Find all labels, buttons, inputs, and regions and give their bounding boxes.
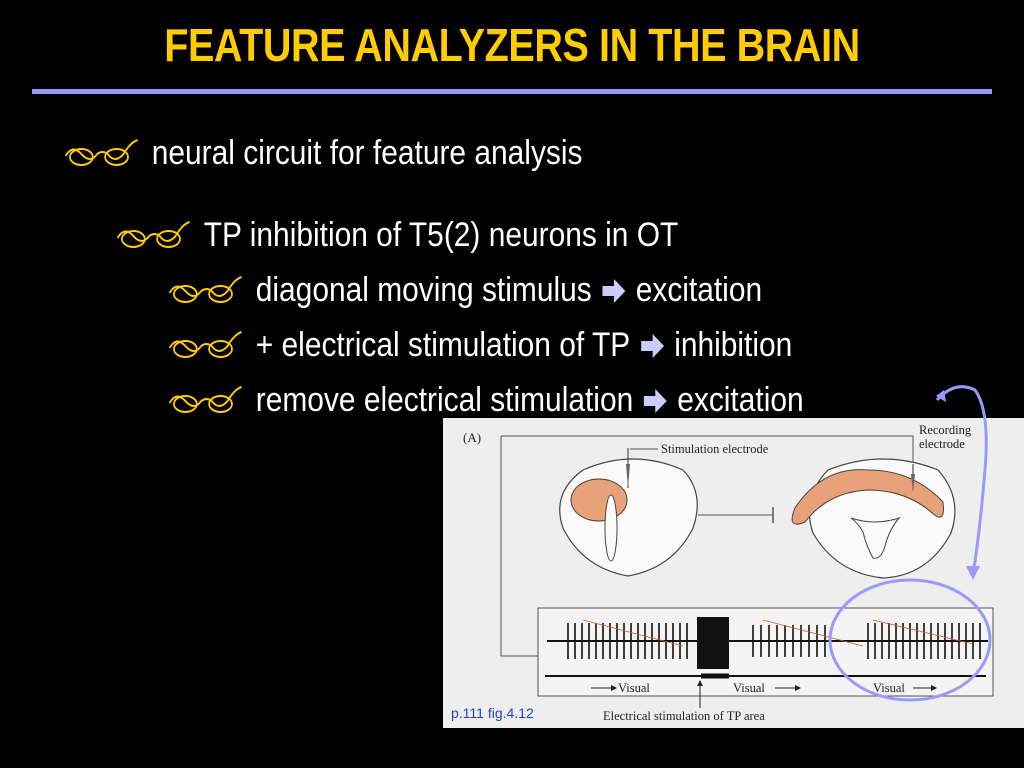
right-arrow-icon bbox=[640, 333, 664, 358]
right-arrow-icon bbox=[643, 388, 667, 413]
stimulation-electrode-label: Stimulation electrode bbox=[661, 442, 769, 456]
electrical-stimulation-label: Electrical stimulation of TP area bbox=[603, 709, 765, 723]
right-arrow-icon bbox=[602, 278, 626, 303]
bullet-text: neural circuit for feature analysis bbox=[151, 134, 583, 172]
neural-circuit-figure: (A) Stimulation electrode Recording elec… bbox=[443, 418, 1024, 728]
recording-label: electrode bbox=[919, 437, 965, 451]
bullet-level1: neural circuit for feature analysis bbox=[62, 134, 582, 173]
bullet-level3: remove electrical stimulation excitation bbox=[166, 381, 804, 420]
left-brain-section bbox=[559, 448, 698, 577]
bullet-result: excitation bbox=[635, 271, 763, 309]
figure-diagram: (A) Stimulation electrode Recording elec… bbox=[463, 423, 994, 723]
bullet-level3: diagonal moving stimulus excitation bbox=[166, 271, 762, 310]
slide-title: FEATURE ANALYZERS IN THE BRAIN bbox=[164, 19, 860, 71]
stimulation-block bbox=[697, 617, 729, 669]
spectacles-icon bbox=[168, 330, 242, 358]
bullet-text: + electrical stimulation of TP bbox=[255, 326, 631, 364]
bullet-level3: + electrical stimulation of TP inhibitio… bbox=[166, 326, 792, 365]
visual-label: Visual bbox=[873, 681, 905, 695]
bullet-result: excitation bbox=[677, 381, 804, 419]
recording-label: Recording bbox=[919, 423, 972, 437]
visual-label: Visual bbox=[733, 681, 765, 695]
figure-reference: p.111 fig.4.12 bbox=[451, 705, 534, 721]
spectacles-icon bbox=[168, 275, 242, 303]
bullet-result: inhibition bbox=[674, 326, 793, 364]
bullet-text: diagonal moving stimulus bbox=[255, 271, 592, 309]
right-brain-section bbox=[791, 458, 956, 579]
bullet-text: remove electrical stimulation bbox=[255, 381, 634, 419]
bullet-text: TP inhibition of T5(2) neurons in OT bbox=[203, 216, 679, 254]
spectacles-icon bbox=[168, 385, 242, 413]
spectacles-icon bbox=[116, 220, 190, 248]
title-divider bbox=[32, 89, 992, 94]
visual-label: Visual bbox=[618, 681, 650, 695]
panel-label: (A) bbox=[463, 430, 481, 445]
bullet-level2: TP inhibition of T5(2) neurons in OT bbox=[114, 216, 678, 255]
spectacles-icon bbox=[64, 138, 138, 166]
